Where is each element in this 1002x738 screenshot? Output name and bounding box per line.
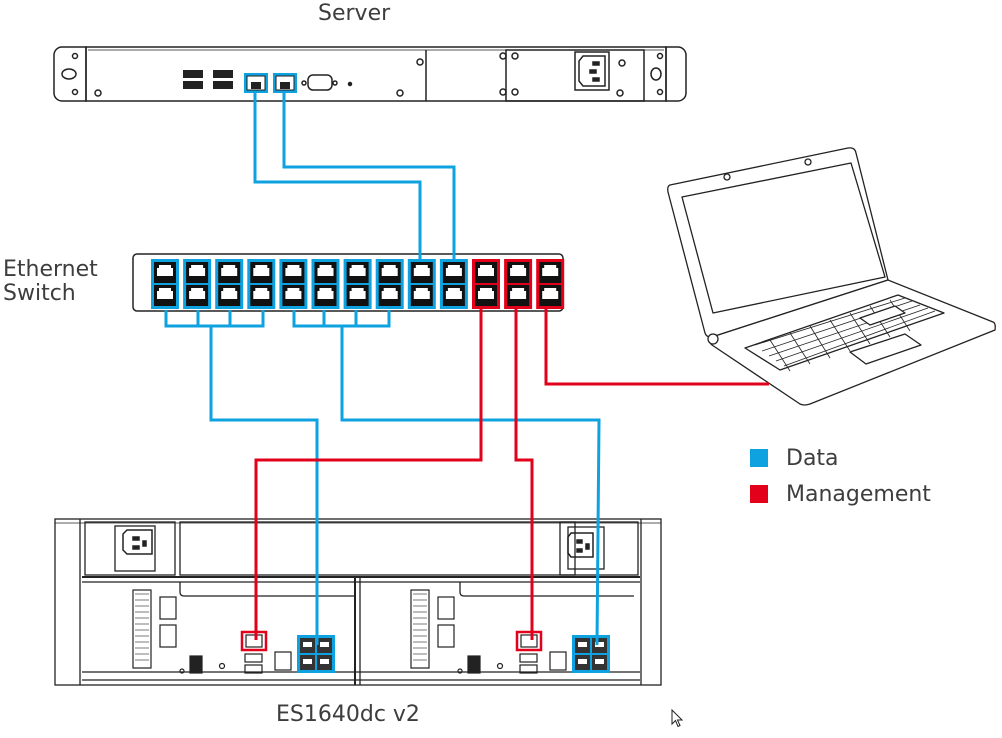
switch-port (346, 285, 369, 306)
data-cable-server-lan2 (282, 93, 456, 262)
switch-port (442, 262, 465, 283)
switch-port (250, 262, 273, 283)
legend: Data Management (750, 440, 931, 512)
storage-power-inlet-a (122, 529, 153, 555)
switch-port (346, 262, 369, 283)
switch-port (507, 285, 530, 306)
switch-port-column-4 (247, 259, 276, 309)
legend-swatch-data (750, 449, 768, 467)
switch-port-column-10 (439, 259, 468, 309)
psu-bay (505, 49, 645, 102)
legend-item-management: Management (750, 476, 931, 512)
switch-port (475, 262, 497, 283)
switch-port-column-5 (279, 259, 308, 309)
switch-port-column-8 (375, 259, 404, 309)
switch-port (475, 285, 497, 306)
data-cable-bundle-b (292, 310, 391, 328)
switch-label: Ethernet Switch (3, 257, 98, 307)
controller-b (410, 589, 610, 674)
switch-port (442, 285, 465, 306)
server-serial-port (301, 74, 353, 91)
laptop-screen (681, 162, 886, 314)
mgmt-cable-to-controller-a (254, 308, 483, 640)
switch-port (410, 262, 433, 283)
switch-port (250, 285, 273, 306)
management-port (240, 630, 268, 652)
cables (164, 93, 769, 646)
switch-port-column-13 (536, 259, 565, 309)
server-lan-ports (244, 73, 297, 93)
switch-port-column-2 (183, 259, 212, 309)
switch-port (410, 285, 433, 306)
switch-port-column-7 (343, 259, 372, 309)
switch-port-column-1 (151, 259, 179, 309)
switch-port (539, 285, 562, 306)
switch-port (154, 262, 176, 283)
switch-port-column-9 (407, 259, 436, 309)
server-left-ear (53, 46, 87, 102)
switch-label-line2: Switch (3, 281, 76, 307)
server-usb-ports (183, 70, 233, 89)
switch-port-column-6 (311, 259, 340, 309)
switch-port (282, 285, 305, 306)
switch-port (378, 285, 401, 306)
switch-label-line1: Ethernet (3, 257, 98, 282)
server-right-ear (665, 46, 687, 102)
laptop-touchpad (849, 333, 922, 365)
switch-port (218, 285, 241, 306)
server-label: Server (318, 1, 391, 26)
switch-port (314, 285, 337, 306)
switch-port-column-3 (215, 259, 244, 309)
switch-port (539, 262, 562, 283)
switch-port (507, 262, 530, 283)
server-power-inlet (574, 51, 610, 91)
mgmt-cable-to-laptop (544, 308, 769, 386)
data-cable-to-controller-b (340, 326, 601, 646)
switch-port (186, 262, 209, 283)
legend-item-data: Data (750, 440, 931, 476)
mouse-cursor-icon (671, 709, 684, 728)
storage-controllers (132, 589, 610, 674)
switch-port (186, 285, 209, 306)
switch-ports (151, 259, 565, 309)
switch-port-column-11 (472, 259, 500, 309)
legend-label-data: Data (786, 445, 839, 471)
mgmt-cable-to-controller-b (514, 308, 534, 640)
data-cable-server-lan1 (253, 93, 422, 262)
switch-port (154, 285, 176, 306)
switch-port (314, 262, 337, 283)
controller-a (132, 589, 335, 674)
webcam-icon-2 (804, 158, 812, 166)
switch-port-column-12 (504, 259, 533, 309)
switch-port (378, 262, 401, 283)
data-cable-bundle-a (164, 310, 265, 328)
switch-port (218, 262, 241, 283)
storage-power-inlet-b (567, 532, 594, 558)
laptop (667, 147, 996, 406)
storage-label: ES1640dc v2 (276, 702, 420, 727)
webcam-icon (723, 173, 731, 181)
data-cable-to-controller-a (209, 326, 319, 645)
legend-label-management: Management (786, 481, 931, 507)
management-port (515, 630, 543, 652)
psu-a (84, 521, 176, 576)
switch-port (282, 262, 305, 283)
legend-swatch-management (750, 485, 768, 503)
server-chassis (53, 46, 687, 102)
